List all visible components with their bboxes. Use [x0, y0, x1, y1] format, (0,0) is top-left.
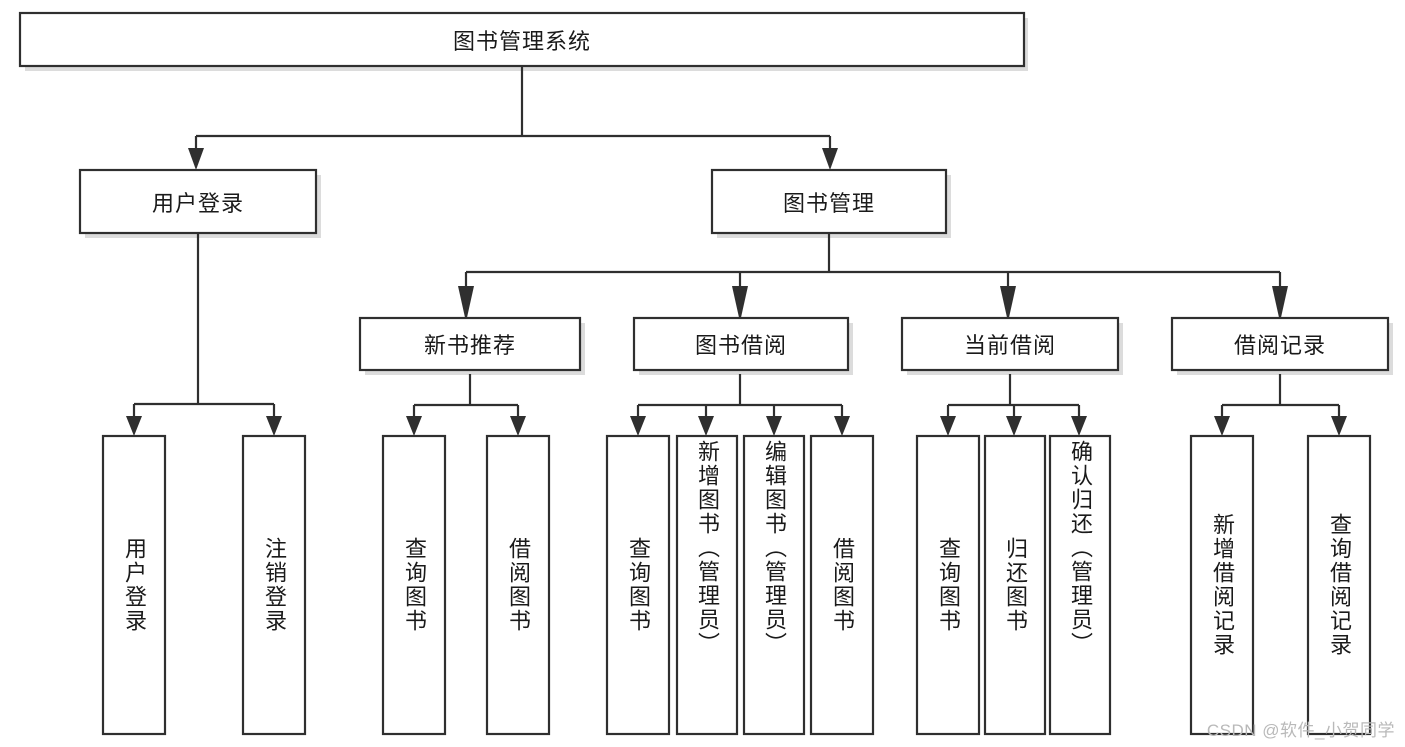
leaf-current-borrow-1-box[interactable] — [983, 434, 1047, 736]
leaf-borrow-record-1-box[interactable] — [1306, 434, 1372, 736]
node-boxes — [18, 11, 1390, 736]
leaf-borrow-record-0-box[interactable] — [1189, 434, 1255, 736]
node-level3-0-box[interactable] — [358, 316, 582, 372]
leaf-user-login-0-box[interactable] — [101, 434, 167, 736]
leaf-book-borrow-3-box[interactable] — [809, 434, 875, 736]
node-level2-1-box[interactable] — [710, 168, 948, 235]
leaf-user-login-1-box[interactable] — [241, 434, 307, 736]
arrow-heads — [126, 148, 1347, 436]
leaf-book-borrow-0-box[interactable] — [605, 434, 671, 736]
node-level3-2-box[interactable] — [900, 316, 1120, 372]
leaf-new-book-1-box[interactable] — [485, 434, 551, 736]
leaf-book-borrow-2-box[interactable] — [742, 434, 806, 736]
leaf-book-borrow-1-box[interactable] — [675, 434, 739, 736]
leaf-new-book-0-box[interactable] — [381, 434, 447, 736]
node-root-box[interactable] — [18, 11, 1026, 68]
node-level3-3-box[interactable] — [1170, 316, 1390, 372]
leaf-current-borrow-0-box[interactable] — [915, 434, 981, 736]
connector-lines — [132, 66, 1341, 418]
node-level3-1-box[interactable] — [632, 316, 850, 372]
leaf-current-borrow-2-box[interactable] — [1048, 434, 1112, 736]
node-level2-0-box[interactable] — [78, 168, 318, 235]
